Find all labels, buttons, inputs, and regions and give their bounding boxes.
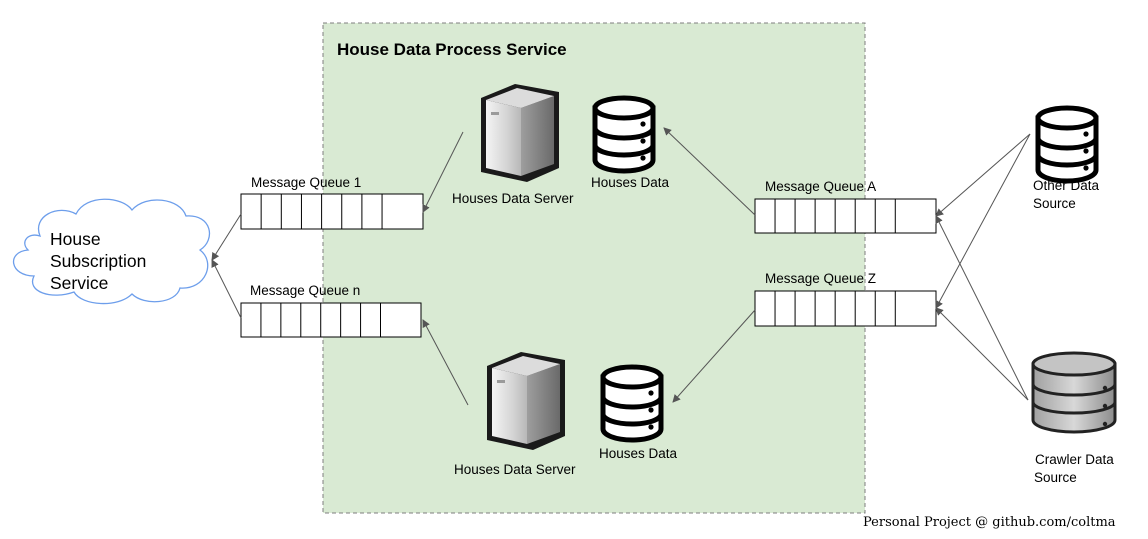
other-source-label-line: Other Data xyxy=(1033,178,1100,193)
server-bottom-label: Houses Data Server xyxy=(454,462,576,477)
arrow-queue-z-to-db xyxy=(672,309,756,403)
queue-n-label: Message Queue n xyxy=(250,283,361,298)
other-source-database-icon xyxy=(1038,108,1096,181)
store-bottom-label: Houses Data xyxy=(599,446,678,461)
crawler-source-label-line: Crawler Data xyxy=(1035,452,1114,467)
subscriber-label-line: Service xyxy=(50,273,109,293)
database-icon xyxy=(595,98,653,171)
queue-n xyxy=(240,302,422,338)
arrow-server-to-queue-1 xyxy=(422,131,464,213)
queue-box xyxy=(754,198,937,234)
queue-z xyxy=(754,290,937,327)
service-panel xyxy=(322,22,866,514)
arrow-crawler-to-queue-a xyxy=(935,215,1029,401)
other-source-label-line: Source xyxy=(1033,196,1076,211)
service-title: House Data Process Service xyxy=(337,40,567,59)
arrow-other-to-queue-z xyxy=(935,133,1031,309)
other-source-label: Other Data Source xyxy=(1033,177,1099,213)
queue-box xyxy=(240,302,422,338)
database-icon xyxy=(603,367,661,440)
server-icon xyxy=(481,84,559,182)
queue-1 xyxy=(240,193,424,230)
queue-a-label: Message Queue A xyxy=(765,179,877,194)
subscriber-label: House Subscription Service xyxy=(50,228,146,294)
arrow-queue-a-to-db xyxy=(663,127,756,216)
arrow-other-to-queue-a xyxy=(935,133,1031,217)
server-icon xyxy=(487,352,565,450)
arrow-queue-n-to-cloud xyxy=(211,259,242,319)
subscriber-label-line: Subscription xyxy=(50,251,147,271)
footer-credit: Personal Project @ github.com/coltma xyxy=(863,515,1116,530)
queue-box xyxy=(240,193,424,230)
crawler-database-gray-icon xyxy=(1031,351,1117,434)
queue-a xyxy=(754,198,937,234)
cloud-icon xyxy=(12,198,210,305)
arrow-queue-1-to-cloud xyxy=(211,213,242,261)
queue-z-label: Message Queue Z xyxy=(765,271,877,286)
queue-1-label: Message Queue 1 xyxy=(251,175,362,190)
crawler-source-label-line: Source xyxy=(1034,470,1077,485)
store-top-label: Houses Data xyxy=(591,175,670,190)
arrow-server-to-queue-n xyxy=(422,319,469,406)
server-top-label: Houses Data Server xyxy=(452,191,574,206)
subscriber-label-line: House xyxy=(50,229,101,249)
queue-box xyxy=(754,290,937,327)
crawler-source-label: Crawler Data Source xyxy=(1034,451,1114,487)
arrows xyxy=(211,127,1031,406)
arrow-crawler-to-queue-z xyxy=(935,307,1029,401)
